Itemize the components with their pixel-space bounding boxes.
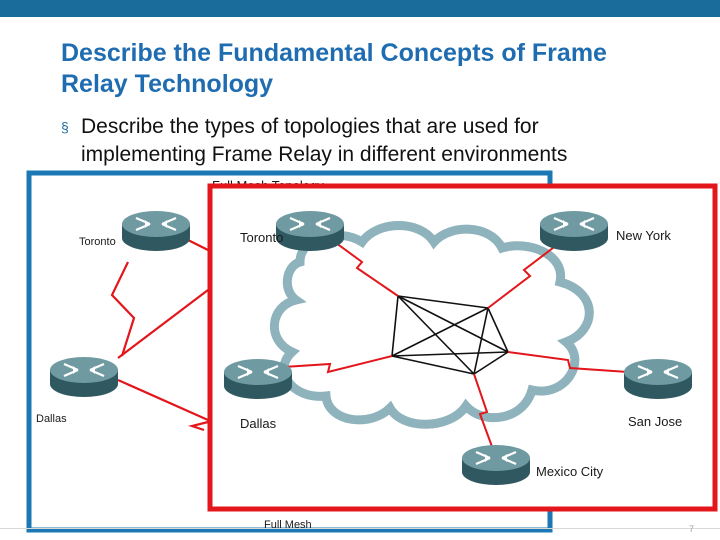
router-icon bbox=[48, 355, 120, 399]
bullet-point: § Describe the types of topologies that … bbox=[61, 113, 720, 169]
back-mesh-links bbox=[110, 235, 209, 432]
front-label-dallas: Dallas bbox=[240, 416, 277, 431]
router-icon bbox=[120, 209, 192, 253]
bullet-text-line-2: implementing Frame Relay in different en… bbox=[81, 143, 568, 166]
front-mesh-links bbox=[391, 295, 509, 375]
footer-rule bbox=[0, 528, 720, 529]
router-icon bbox=[538, 209, 610, 253]
bullet-marker: § bbox=[61, 119, 69, 135]
top-banner bbox=[0, 0, 720, 17]
front-label-new-york: New York bbox=[616, 228, 671, 243]
router-icon bbox=[222, 357, 294, 401]
router-icon bbox=[460, 443, 532, 487]
back-diagram-caption: Full Mesh bbox=[264, 519, 312, 531]
slide-title: Describe the Fundamental Concepts of Fra… bbox=[61, 38, 701, 100]
cloud-icon bbox=[270, 221, 594, 429]
router-icon bbox=[274, 209, 346, 253]
front-label-toronto: Toronto bbox=[240, 230, 283, 245]
title-line-1: Describe the Fundamental Concepts of Fra… bbox=[61, 39, 607, 67]
front-label-san-jose: San Jose bbox=[628, 414, 682, 429]
front-label-mexico-city: Mexico City bbox=[536, 464, 604, 479]
page-number: 7 bbox=[688, 524, 694, 534]
back-label-toronto: Toronto bbox=[79, 236, 116, 248]
title-line-2: Relay Technology bbox=[61, 70, 274, 98]
bullet-text-line-1: Describe the types of topologies that ar… bbox=[81, 115, 539, 138]
front-diagram: Toronto New York Dallas San Jose Mexico … bbox=[207, 183, 718, 512]
back-label-dallas: Dallas bbox=[36, 413, 67, 425]
front-access-links bbox=[267, 237, 629, 453]
router-icon bbox=[622, 357, 694, 401]
